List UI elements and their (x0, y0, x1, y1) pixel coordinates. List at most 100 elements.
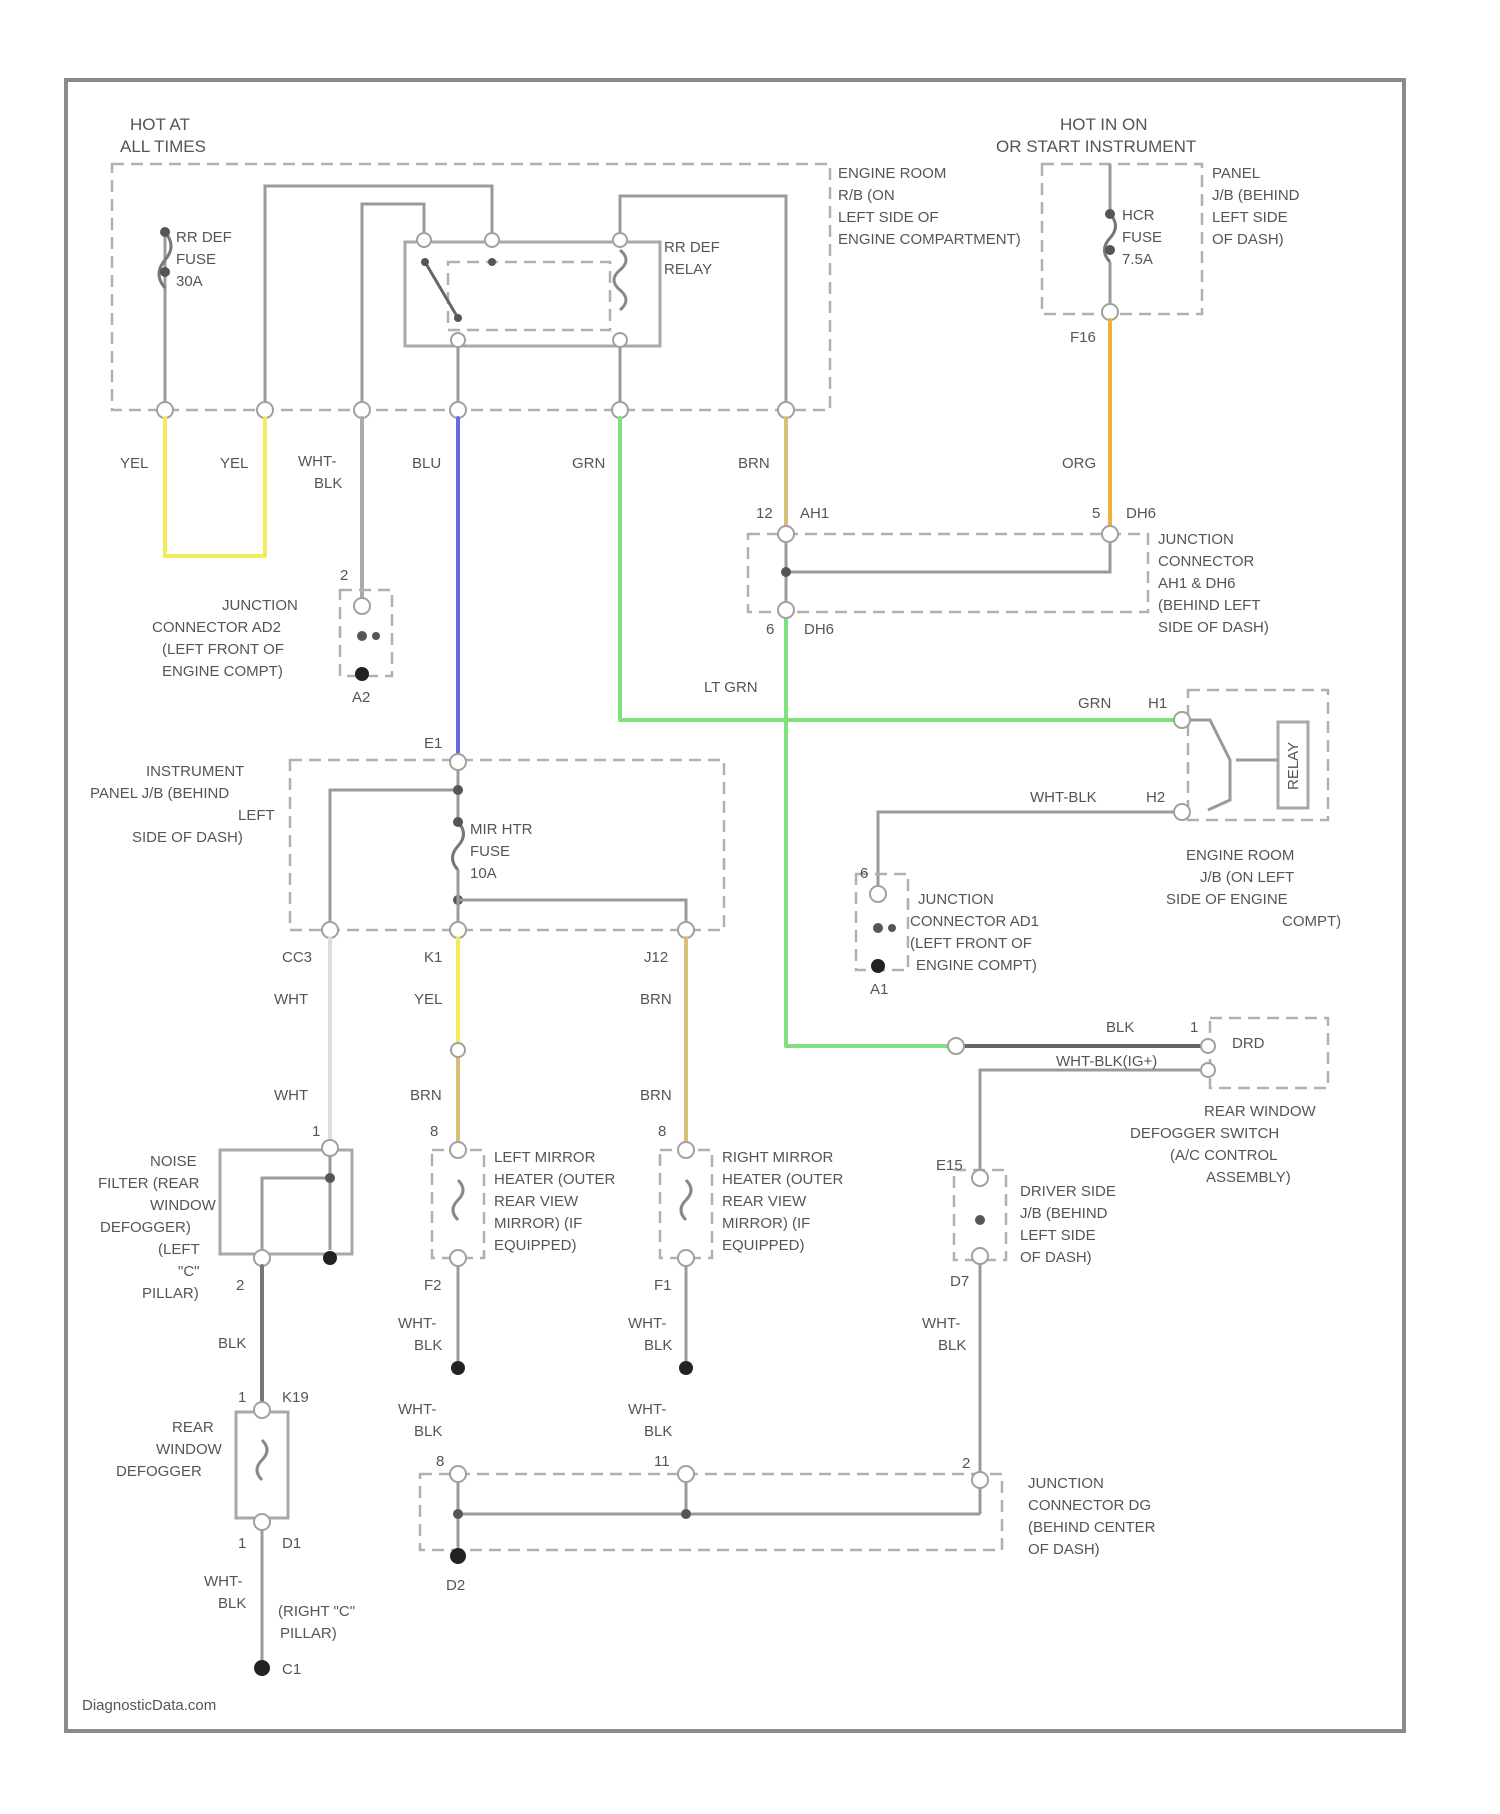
junction-ad2-label-2: CONNECTOR AD2 (152, 619, 281, 636)
left-mirror-label-4: MIRROR) (IF (494, 1215, 582, 1232)
pin-f1-label: F1 (654, 1277, 672, 1294)
junction-ad2-label-4: ENGINE COMPT) (162, 663, 283, 680)
pin-f16-label: F16 (1070, 329, 1096, 346)
wht-blk-label-4a: WHT- (922, 1315, 960, 1332)
wht-blk-label-7b: BLK (218, 1595, 246, 1612)
pin-e15-label: E15 (936, 1157, 963, 1174)
junction-dg-label-1: JUNCTION (1028, 1475, 1104, 1492)
pin-1-sw-label: 1 (1190, 1019, 1198, 1036)
pin-d7-label: D7 (950, 1273, 969, 1290)
engine-room-jb-label-1: ENGINE ROOM (1186, 847, 1294, 864)
noise-filter-label-4: DEFOGGER) (100, 1219, 191, 1236)
pin-1-d1-label: 1 (238, 1535, 246, 1552)
pin-f2-label: F2 (424, 1277, 442, 1294)
driver-jb-label-4: OF DASH) (1020, 1249, 1092, 1266)
right-mirror-label-2: HEATER (OUTER (722, 1171, 844, 1188)
junction-dh-label-4: (BEHIND LEFT (1158, 597, 1261, 614)
watermark: DiagnosticData.com (82, 1697, 216, 1714)
junction-dh-wire (786, 534, 1110, 572)
pin-5-label: 5 (1092, 505, 1100, 522)
noise-filter-label-1: NOISE (150, 1153, 197, 1170)
yel-label-3: YEL (414, 991, 442, 1008)
ground-a2 (355, 667, 369, 681)
mir-htr-fuse-label-2: FUSE (470, 843, 510, 860)
driver-jb-label-1: DRIVER SIDE (1020, 1183, 1116, 1200)
engine-room-rb-label-3: LEFT SIDE OF (838, 209, 939, 226)
wht-blk-label-6a: WHT- (628, 1401, 666, 1418)
instr-panel-jb-label-3: LEFT (238, 807, 275, 824)
left-mirror-element (453, 1180, 463, 1220)
hcr-fuse-label-2: FUSE (1122, 229, 1162, 246)
all-times-label: ALL TIMES (120, 137, 206, 156)
ground-c1 (254, 1660, 270, 1676)
driver-jb-label-2: J/B (BEHIND (1020, 1205, 1108, 1222)
switch-drd-label: DRD (1232, 1035, 1265, 1052)
relay-small-label: RELAY (1285, 742, 1302, 790)
blk2-label: BLK (218, 1335, 246, 1352)
pin-cc3-label: CC3 (282, 949, 312, 966)
junction-ad1-label-4: ENGINE COMPT) (916, 957, 1037, 974)
hot-in-on-label: HOT IN ON (1060, 115, 1148, 134)
right-mirror-label-1: RIGHT MIRROR (722, 1149, 834, 1166)
rear-switch-label-3: (A/C CONTROL (1170, 1147, 1278, 1164)
pin-2-ad2-label: 2 (340, 567, 348, 584)
relay-inner-dash (448, 262, 610, 330)
wht-blk-label-6b: BLK (644, 1423, 672, 1440)
relay-coil-wire-b (620, 196, 786, 410)
junction-dg-label-3: (BEHIND CENTER (1028, 1519, 1156, 1536)
relay-coil (614, 250, 626, 310)
brn-label-2: BRN (410, 1087, 442, 1104)
engine-room-rb-label-1: ENGINE ROOM (838, 165, 946, 182)
hcr-fuse-label-1: HCR (1122, 207, 1155, 224)
noise-filter-box (220, 1150, 352, 1254)
mir-branch-wire (330, 790, 458, 928)
pin-dh6-bottom-label: DH6 (804, 621, 834, 638)
wht-blk-ig-wire (980, 1070, 1200, 1174)
junction-dh-label-5: SIDE OF DASH) (1158, 619, 1269, 636)
left-mirror-box (432, 1150, 484, 1258)
blk-sw-label: BLK (1106, 1019, 1134, 1036)
pin-2-nf-label: 2 (236, 1277, 244, 1294)
hot-at-label: HOT AT (130, 115, 190, 134)
pin-1-k19-label: 1 (238, 1389, 246, 1406)
pin-d1-label: D1 (282, 1535, 301, 1552)
defogger-element (257, 1440, 267, 1480)
noise-filter-label-5: (LEFT (158, 1241, 200, 1258)
mir-htr-fuse-label-1: MIR HTR (470, 821, 533, 838)
rear-defogger-label-3: DEFOGGER (116, 1463, 202, 1480)
noise-filter-label-6: "C" (178, 1263, 199, 1280)
rr-def-relay-label-2: RELAY (664, 261, 712, 278)
pin-2b-dg-label: 2 (962, 1455, 970, 1472)
wht-label-2: WHT (274, 1087, 308, 1104)
brn-label-1: BRN (640, 991, 672, 1008)
defogger-switch-box (1210, 1018, 1328, 1088)
pin-11-dg-label: 11 (654, 1453, 670, 1470)
pin-ah1-label: AH1 (800, 505, 829, 522)
rr-def-fuse-label-1: RR DEF (176, 229, 232, 246)
left-mirror-label-5: EQUIPPED) (494, 1237, 577, 1254)
junction-ad1-label-1: JUNCTION (918, 891, 994, 908)
junction-dh-label-1: JUNCTION (1158, 531, 1234, 548)
panel-jb-label-3: LEFT SIDE (1212, 209, 1288, 226)
relay-contact-wire (1190, 720, 1230, 810)
pin-8-rm-label: 8 (658, 1123, 666, 1140)
junction-dg-box (420, 1474, 1002, 1550)
wht-label-1: WHT (274, 991, 308, 1008)
right-mirror-box (660, 1150, 712, 1258)
pin-h2-label: H2 (1146, 789, 1165, 806)
pin-1-nf-label: 1 (312, 1123, 320, 1140)
wht-blk-label-4b: BLK (938, 1337, 966, 1354)
grn-h1-label: GRN (1078, 695, 1111, 712)
pin-dh6-label: DH6 (1126, 505, 1156, 522)
engine-room-rb-label-4: ENGINE COMPARTMENT) (838, 231, 1021, 248)
rear-switch-label-4: ASSEMBLY) (1206, 1169, 1291, 1186)
pin-j12-label: J12 (644, 949, 668, 966)
engine-room-rb-box (112, 164, 830, 410)
left-mirror-label-3: REAR VIEW (494, 1193, 579, 1210)
pin-k1-label: K1 (424, 949, 442, 966)
yel-label-1: YEL (120, 455, 148, 472)
relay-switch-arm (425, 262, 458, 318)
ground-a1 (871, 959, 885, 973)
noise-filter-label-7: PILLAR) (142, 1285, 199, 1302)
